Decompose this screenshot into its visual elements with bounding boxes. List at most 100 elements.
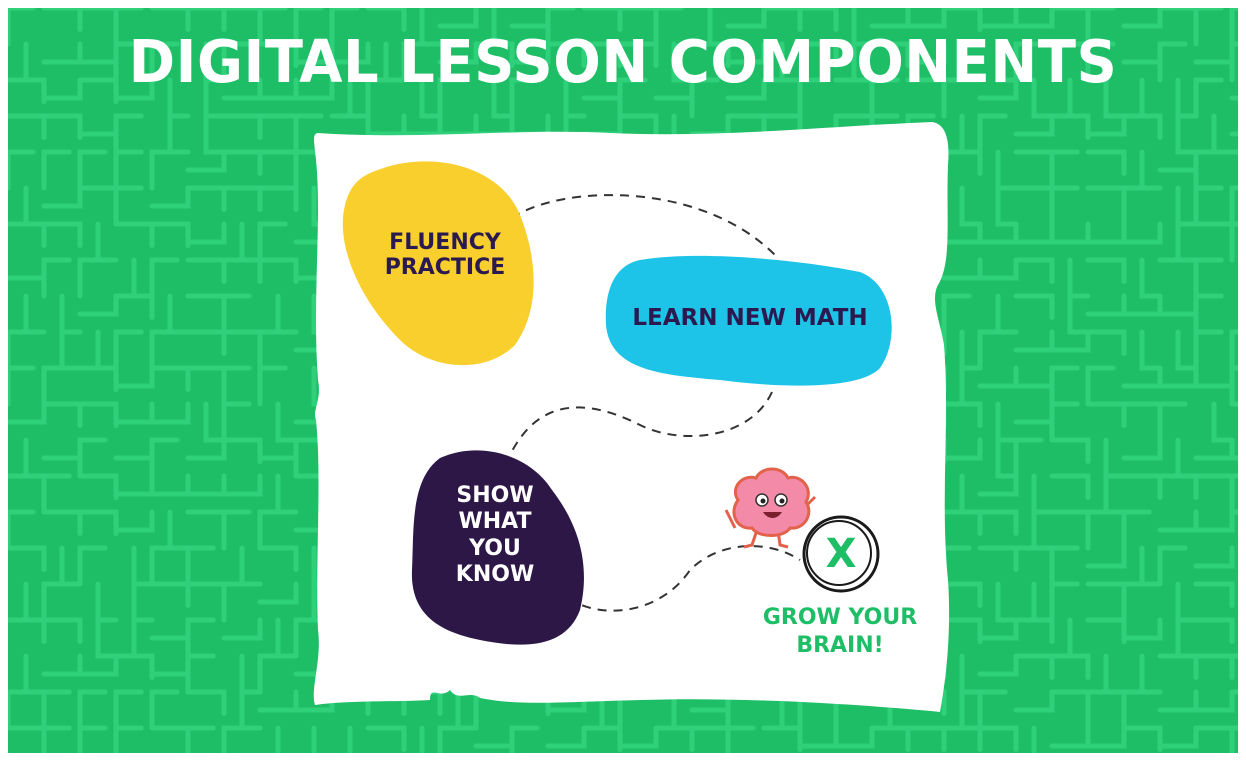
maze-line <box>419 77 443 119</box>
maze-line <box>311 725 317 753</box>
maze-line <box>1049 401 1080 443</box>
maze-line <box>185 617 216 659</box>
maze-line <box>1085 113 1127 137</box>
maze-line <box>41 8 83 33</box>
maze-line <box>437 8 479 29</box>
maze-line <box>869 77 900 119</box>
maze-line <box>797 41 839 69</box>
maze-line <box>113 365 155 389</box>
maze-line <box>113 689 144 731</box>
maze-line <box>1121 581 1152 623</box>
maze-line <box>113 653 155 681</box>
maze-line <box>1049 545 1080 587</box>
maze-line <box>185 725 216 753</box>
maze-line <box>221 365 252 407</box>
maze-line <box>977 653 1019 677</box>
maze-line <box>941 437 983 461</box>
maze-line <box>1121 8 1163 29</box>
maze-line <box>293 77 335 101</box>
maze-line <box>977 257 1019 281</box>
maze-line <box>41 113 83 141</box>
maze-line <box>941 77 972 119</box>
maze-line <box>509 77 540 119</box>
maze-line <box>113 509 155 533</box>
maze-line <box>473 41 515 69</box>
maze-line <box>149 401 191 425</box>
learn-new-math-label: LEARN NEW MATH <box>632 305 868 331</box>
maze-line <box>941 401 983 429</box>
maze-line <box>995 41 1019 83</box>
maze-line <box>257 653 288 695</box>
maze-line <box>1139 329 1163 371</box>
maze-line <box>149 437 180 479</box>
maze-line <box>725 41 767 65</box>
maze-line <box>149 8 191 33</box>
maze-line <box>1157 401 1188 443</box>
maze-line <box>8 545 47 573</box>
maze-line <box>1049 473 1091 501</box>
maze-line <box>77 653 119 677</box>
maze-line <box>977 329 1008 371</box>
maze-line <box>1013 113 1055 137</box>
maze-line <box>1049 437 1091 465</box>
maze-line <box>1085 509 1116 551</box>
maze-line <box>977 113 1008 155</box>
maze-line <box>1229 41 1238 83</box>
maze-line <box>257 581 299 605</box>
page-title: DIGITAL LESSON COMPONENTS <box>128 28 1118 97</box>
maze-line <box>329 8 360 47</box>
maze-line <box>995 185 1019 227</box>
maze-line <box>1211 401 1235 443</box>
maze-line <box>8 149 36 191</box>
maze-line <box>113 8 144 47</box>
maze-line <box>437 77 468 119</box>
goal-x-marker <box>802 515 880 593</box>
maze-line <box>1157 725 1199 749</box>
maze-line <box>977 509 1019 537</box>
maze-line <box>275 725 281 753</box>
maze-line <box>149 185 191 209</box>
maze-line <box>1193 509 1235 533</box>
maze-line <box>761 8 803 33</box>
maze-line <box>293 113 324 155</box>
maze-line <box>1229 8 1238 47</box>
maze-line <box>113 77 155 101</box>
maze-line <box>1013 41 1044 83</box>
maze-line <box>1085 41 1116 83</box>
maze-line <box>293 149 324 191</box>
maze-line <box>149 41 180 83</box>
maze-line <box>1049 149 1080 191</box>
maze-line <box>833 725 875 749</box>
maze-line <box>1049 329 1091 353</box>
maze-line <box>1121 185 1152 227</box>
maze-line <box>185 149 227 173</box>
maze-line <box>257 257 299 285</box>
maze-line <box>1193 293 1224 335</box>
maze-line <box>1085 545 1127 569</box>
maze-line <box>977 77 1019 101</box>
maze-line <box>941 8 983 33</box>
maze-line <box>617 725 659 749</box>
maze-line <box>257 8 288 47</box>
maze-line <box>1229 473 1238 515</box>
maze-line <box>617 77 648 119</box>
maze-line <box>221 41 252 83</box>
maze-line <box>8 689 36 731</box>
maze-line <box>797 77 828 119</box>
maze-line <box>1049 113 1091 141</box>
maze-line <box>1049 185 1080 227</box>
maze-line <box>1193 185 1224 227</box>
maze-line <box>257 509 288 551</box>
maze-line <box>1085 329 1127 357</box>
maze-line <box>8 329 36 371</box>
maze-line <box>365 77 396 119</box>
maze-line <box>1049 581 1080 623</box>
maze-line <box>1175 113 1199 155</box>
maze-line <box>1085 149 1127 177</box>
maze-line <box>1049 653 1091 681</box>
maze-line <box>725 77 767 101</box>
maze-line <box>293 617 324 659</box>
maze-line <box>1229 221 1238 263</box>
dashed-route <box>509 194 801 612</box>
